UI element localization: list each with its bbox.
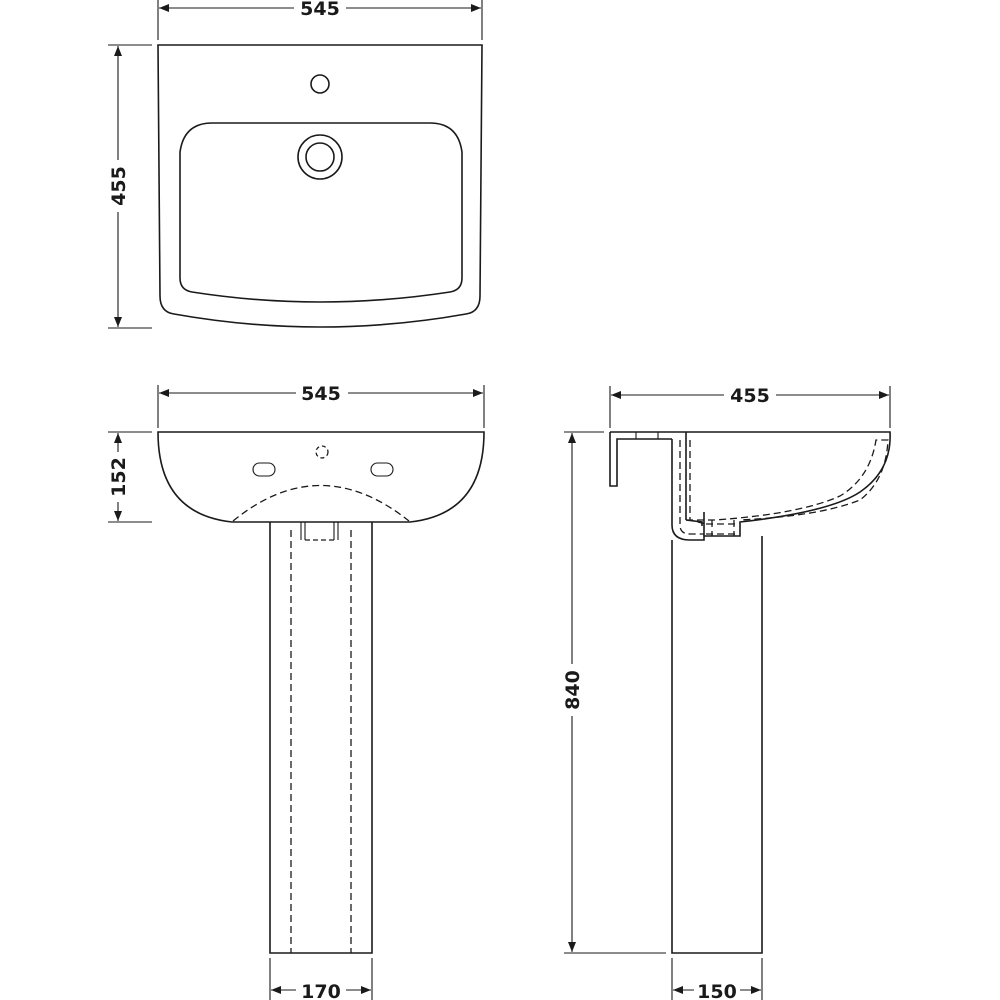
waste-inner-icon <box>305 142 335 172</box>
waste-outer-icon <box>297 134 343 180</box>
side-view <box>609 431 891 954</box>
pedestal-depth-dimension: 150 <box>671 958 763 1000</box>
basin-outline <box>157 44 483 328</box>
side-depth-label: 455 <box>730 385 770 407</box>
plan-depth-label: 455 <box>108 166 130 206</box>
plan-view <box>157 44 483 328</box>
basin-front-outline <box>157 431 485 523</box>
front-width-label: 545 <box>301 383 341 405</box>
pedestal-width-dimension: 170 <box>269 958 373 1000</box>
wall-bracket <box>609 432 672 487</box>
pedestal-side <box>671 536 763 954</box>
tap-hole-icon <box>310 74 330 94</box>
plan-width-label: 545 <box>300 0 340 20</box>
basin-side-outline <box>610 431 891 541</box>
total-height-label: 840 <box>562 670 584 710</box>
front-width-dimension: 545 <box>157 383 485 428</box>
pedestal-width-label: 170 <box>301 981 341 1000</box>
total-height-dimension: 840 <box>560 431 666 954</box>
plan-width-dimension: 545 <box>157 0 483 40</box>
plan-depth-dimension: 455 <box>106 44 152 329</box>
tap-hole-hidden-icon <box>315 445 329 459</box>
bowl-hidden-line <box>232 485 410 522</box>
pedestal-front <box>269 522 373 954</box>
side-depth-dimension: 455 <box>609 385 891 428</box>
basin-height-dimension: 152 <box>106 431 152 523</box>
overflow-right-icon <box>370 462 394 477</box>
overflow-left-icon <box>252 462 276 477</box>
front-view <box>157 431 485 954</box>
pedestal-depth-label: 150 <box>697 981 737 1000</box>
bowl-outline <box>179 122 463 303</box>
basin-height-label: 152 <box>108 457 130 497</box>
